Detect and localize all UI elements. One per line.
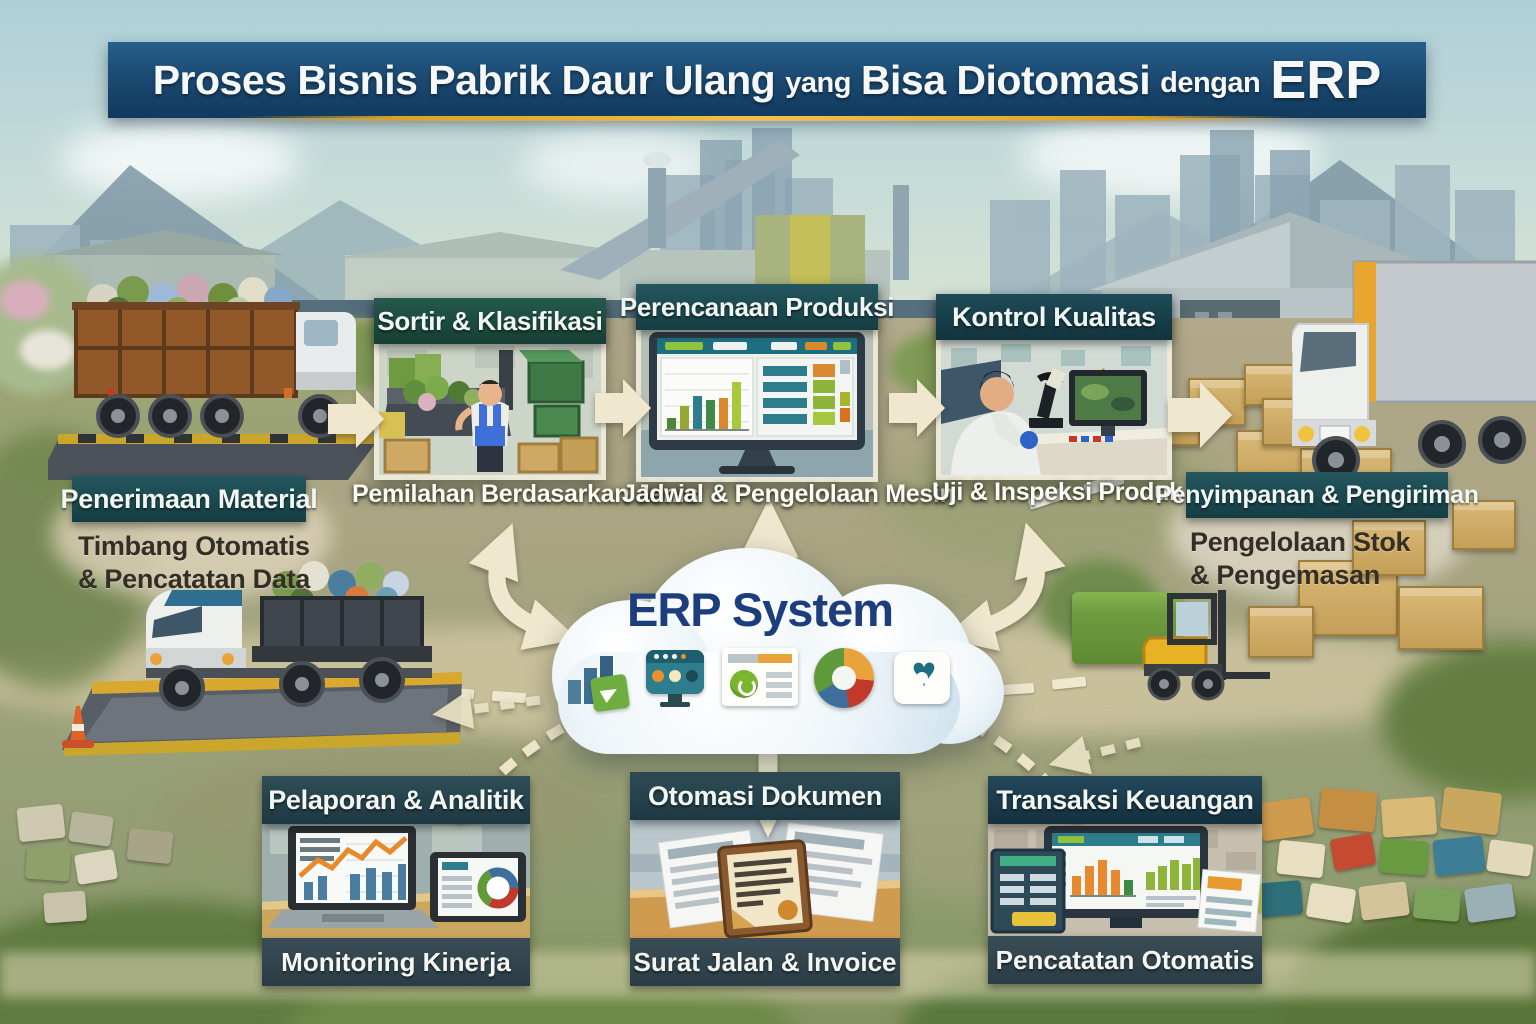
erp-system-label: ERP System — [626, 583, 894, 636]
step-caption-penerimaan-material: Timbang Otomatis & Pencatatan Data — [78, 530, 310, 596]
step-title: Sortir & Klasifikasi — [377, 305, 603, 336]
step-title: Kontrol Kualitas — [952, 301, 1156, 332]
pallet-box — [1248, 606, 1314, 658]
delivery-truck-white — [1292, 260, 1536, 484]
bale-cluster-right — [1250, 786, 1536, 990]
caption-line: Timbang Otomatis — [78, 531, 310, 561]
bar-chart-icon — [566, 648, 631, 713]
step-title: Otomasi Dokumen — [647, 780, 883, 811]
calculator-monitor-icon — [644, 648, 706, 710]
flower-white — [20, 330, 75, 370]
finance-illustration — [988, 824, 1262, 936]
title-text: dengan — [1160, 66, 1261, 99]
recycle-heart-icon: ♥ — [892, 648, 954, 710]
shelf-box — [1452, 500, 1516, 550]
erp-icons-row: ♥ — [542, 648, 978, 713]
step-title: Transaksi Keuangan — [996, 784, 1254, 815]
pallet-box — [1398, 586, 1484, 650]
title-text: Proses Bisnis Pabrik Daur Ulang — [152, 56, 776, 103]
caption-line: & Pencatatan Data — [78, 563, 310, 594]
step-header-sortir-klasifikasi: Sortir & Klasifikasi — [374, 298, 606, 344]
title-text: yang — [785, 66, 851, 99]
erp-cloud: ERP System — [542, 548, 1004, 768]
step-caption-penyimpanan-pengiriman: Pengelolaan Stok & Pengemasan — [1190, 526, 1411, 592]
step-title: Perencanaan Produksi — [619, 291, 895, 322]
caption-line: Pengelolaan Stok — [1190, 527, 1411, 557]
step-header-perencanaan-produksi: Perencanaan Produksi — [620, 284, 894, 330]
production-planning-monitor — [641, 330, 873, 477]
step-title: Penerimaan Material — [60, 483, 318, 514]
forklift — [1142, 590, 1270, 701]
step-header-kontrol-kualitas: Kontrol Kualitas — [936, 294, 1172, 340]
title-gold-rule — [239, 116, 1295, 121]
step-panel-sortir: Sortir & Klasifikasi — [374, 298, 606, 480]
step-header-pelaporan-analitik: Pelaporan & Analitik — [262, 776, 530, 824]
cloud-puff — [60, 120, 300, 200]
title-erp-text: ERP — [1270, 50, 1382, 110]
step-header-transaksi-keuangan: Transaksi Keuangan — [988, 776, 1262, 824]
flower-pink — [0, 280, 50, 320]
pallet-box — [1352, 520, 1426, 576]
step-title: Pelaporan & Analitik — [268, 784, 524, 815]
caption-line: & Pengemasan — [1190, 559, 1380, 590]
truck-weighbridge-bottom — [62, 561, 462, 756]
stone-cluster-left — [10, 800, 250, 990]
step-caption-kontrol-kualitas: Uji & Inspeksi Produk — [932, 478, 1183, 506]
sorting-illustration — [379, 344, 601, 475]
step-header-penyimpanan-pengiriman: Penyimpanan & Pengiriman — [1155, 472, 1479, 518]
step-caption-sortir-klasifikasi: Pemilahan Berdasarkan Jenis — [352, 480, 699, 508]
title-banner: Proses Bisnis Pabrik Daur Ulang yang Bis… — [108, 42, 1426, 121]
step-header-penerimaan-material: Penerimaan Material — [61, 476, 318, 522]
reporting-illustration — [262, 824, 530, 938]
step-header-otomasi-dokumen: Otomasi Dokumen — [630, 772, 900, 820]
documents-illustration — [630, 820, 900, 938]
document-gauge-icon — [722, 648, 798, 710]
step-captionband-transaksi: Pencatatan Otomatis — [988, 936, 1262, 984]
step-caption-perencanaan-produksi: Jadwal & Pengelolaan Mesin — [622, 480, 955, 508]
step-panel-kontrol: Kontrol Kualitas — [936, 294, 1172, 480]
step-captionband-pelaporan: Monitoring Kinerja — [262, 938, 530, 986]
pie-chart-icon — [814, 648, 876, 710]
step-captionband-otomasi: Surat Jalan & Invoice — [630, 938, 900, 986]
truck-weighbridge-top — [48, 274, 378, 480]
title-text: Bisa Diotomasi — [860, 56, 1151, 103]
step-title: Penyimpanan & Pengiriman — [1155, 480, 1479, 509]
quality-lab-illustration — [941, 340, 1167, 475]
step-panel-perencanaan: Perencanaan Produksi — [620, 284, 894, 482]
